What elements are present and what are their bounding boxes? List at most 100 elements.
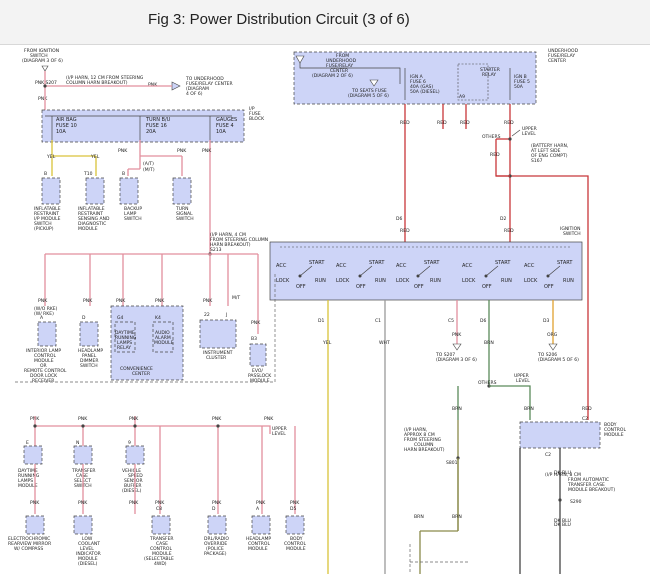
diagram-label: HARN BREAKOUT) [210,242,251,248]
diagram-label: PNK [78,416,88,422]
diagram-label: MODULE [248,546,268,552]
diagram-label: FROM STEERING [404,437,442,443]
diagram-label: GAUGES [216,117,237,123]
diagram-label: ORG [547,332,558,338]
diagram-label: UPPER [272,426,287,432]
diagram-label: TURN B/U [145,117,171,123]
diagram-label: OFF [296,284,306,290]
inflatable-restraint-ip-switch: B INFLATABLE RESTRAINT I/P MODULE SWITCH… [34,171,61,232]
diagram-label: CENTER [330,68,348,74]
diagram-label: RUNNING [115,335,137,341]
diagram-label: PNK [129,416,139,422]
diagram-label: PNK [83,298,93,304]
diagram-label: RUN [315,278,326,284]
diagram-label: MODULE [286,546,306,552]
diagram-label: (SELECTABLE [144,556,174,562]
diagram-label: PNK [155,298,165,304]
diagram-label: (I/P HARN, [404,427,427,433]
diagram-label: SWITCH [124,216,142,222]
diagram-label: C2 [582,416,588,422]
diagram-label: FUSE 4 [216,123,234,129]
turn-bu-fuse: TURN B/U FUSE 16 20A [139,116,171,140]
diagram-label: CONTROL [604,427,626,433]
diagram-label: A [40,315,44,321]
diagram-label: YEL [90,154,100,160]
diagram-label: A [256,506,260,512]
diagram-label: ACC [276,263,287,269]
diagram-label: BRN [524,406,534,412]
diagram-label: TRANSFER [149,536,174,542]
diagram-label: FUSE [249,111,261,117]
evo-passlock-module: B3 EVO/ PASSLOCK MODULE [248,336,272,384]
diagram-label: OR [40,363,47,369]
diagram-label: TURN [175,206,189,212]
diagram-label: LAMP [124,211,137,217]
diagram-label: N [76,440,79,446]
diagram-label: AT LEFT SIDE [531,148,561,154]
diagram-label: OVERRIDE [204,541,227,547]
diagram-label: LOCK [462,278,476,284]
diagram-label: LOCK [276,278,290,284]
diagram-label: LEVEL [272,431,286,437]
diagram-label: MODULE [152,551,172,557]
diagram-label: OTHERS [482,134,501,140]
diagram-label: SWITCH [80,363,98,369]
diagram-label: BRN [452,514,462,520]
diagram-label: TO UNDERHOOD [185,76,224,82]
diagram-label: (DIAGRAM 3 OF 6) [22,58,63,64]
diagram-label: AIR BAG [56,117,77,123]
diagram-label: PACKAGE) [204,551,227,557]
diagram-label: (I/P HARN, 8 CM [545,472,581,478]
diagram-label: 20A [146,129,156,135]
diagram-label: FUSE/RELAY [326,63,353,69]
diagram-label: RED [460,120,470,126]
diagram-label: FUSE/RELAY [548,53,575,59]
headlamp-control-module: A HEADLAMP CONTROL MODULE [246,506,271,552]
diagram-label: RED [582,406,592,412]
diagram-label: BODY [604,422,617,428]
diagram-label: RECEIVER [32,378,54,384]
diagram-label: 10A [216,129,226,135]
diagram-label: PNK [155,500,165,506]
inflatable-restraint-sensing-module: T10 INFLATABLE RESTRAINT SENSING AND DIA… [78,171,110,232]
diagram-label: C8 [156,506,162,512]
diagram-label: UNDERHOOD [548,48,579,54]
diagram-label: IGNITION [560,226,581,232]
diagram-label: HEADLAMP [246,536,271,542]
diagram-label: RED [400,120,410,126]
diagram-label: BRN [452,406,462,412]
diagram-label: (I/P HARN, 12 CM FROM STEERING [66,75,144,81]
diagram-label: BUFFER [124,483,142,489]
diagram-label: COLUMN HARN BREAKOUT) [66,80,128,86]
diagram-label: MODULE [604,432,624,438]
diagram-label: B3 [251,336,257,342]
diagram-label: (W/O RKE) [34,306,58,312]
headlamp-panel-dimmer-switch: D HEADLAMP PANEL DIMMER SWITCH [78,315,103,369]
diagram-label: (DIESEL) [78,561,98,567]
diagram-label: PNK [256,500,266,506]
diagram-label: RED [504,120,514,126]
diagram-label: OFF [414,284,424,290]
diagram-label: RELAY [117,345,131,351]
diagram-label: DIMMER [80,358,99,364]
diagram-label: SENSOR [124,478,143,484]
diagram-label: A9 [459,94,465,100]
diagram-label: UPPER [514,373,529,379]
diagram-label: FROM IGNITION [24,48,59,54]
diagram-label: PNK [212,500,222,506]
diagram-label: COOLANT [78,541,100,547]
diagram-label: START [309,260,325,266]
diagram-label: INDICATOR [76,551,101,557]
diagram-label: CLUSTER [206,355,226,361]
diagram-label: LEVEL [80,546,94,552]
diagram-label: B [44,171,47,177]
diagram-label: SWITCH [30,53,48,59]
diagram-label: G4 [117,315,123,321]
diagram-label: DAYTIME [115,330,135,336]
diagram-label: YEL [322,340,332,346]
diagram-label: RESTRAINT [34,211,59,217]
diagram-label: D2 [500,216,506,222]
diagram-label: LOCK [336,278,350,284]
backup-lamp-switch: B BACKUP LAMP SWITCH [119,171,142,222]
daytime-running-lamps-relay: G4 DAYTIME RUNNING LAMPS RELAY [114,315,137,353]
